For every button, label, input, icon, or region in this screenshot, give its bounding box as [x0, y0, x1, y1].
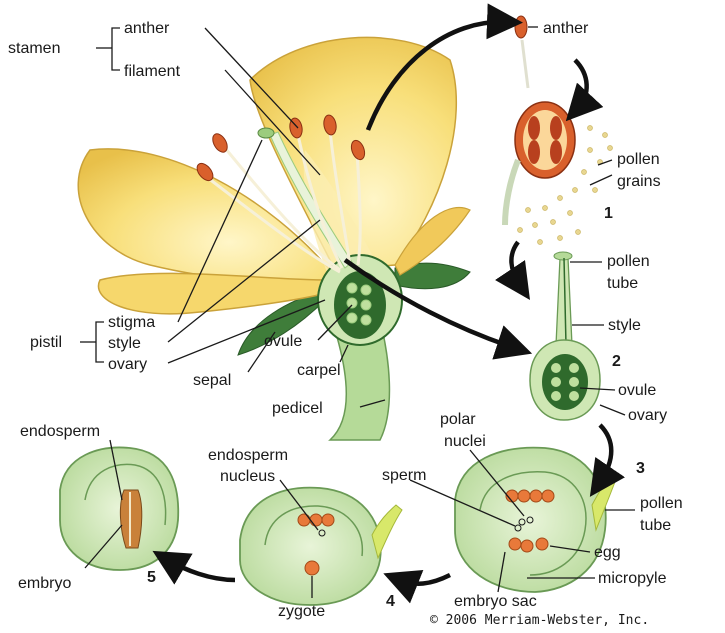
- step-1: 1: [604, 205, 613, 222]
- label-style: style: [108, 335, 141, 352]
- label-ovule-right: ovule: [618, 382, 656, 399]
- label-egg: egg: [594, 544, 621, 561]
- step-4: 4: [386, 593, 395, 610]
- label-polar-nuclei-2: nuclei: [444, 433, 486, 450]
- label-pollen-tube-b1: pollen: [640, 495, 683, 512]
- label-stigma: stigma: [108, 314, 155, 331]
- step-2: 2: [612, 353, 621, 370]
- label-pedicel: pedicel: [272, 400, 323, 417]
- anther-detail: [505, 16, 575, 225]
- label-embryo-sac: embryo sac: [454, 593, 537, 610]
- step-3: 3: [636, 460, 645, 477]
- label-pistil: pistil: [30, 334, 62, 351]
- copyright: © 2006 Merriam-Webster, Inc.: [430, 613, 649, 628]
- label-sepal: sepal: [193, 372, 231, 389]
- label-endosperm-nucleus-2: nucleus: [220, 468, 275, 485]
- label-pollen-tube-1: pollen: [607, 253, 650, 270]
- label-sperm: sperm: [382, 467, 426, 484]
- flower: [78, 37, 470, 440]
- label-stamen: stamen: [8, 40, 60, 57]
- label-embryo: embryo: [18, 575, 71, 592]
- stigma-shape: [258, 128, 274, 138]
- label-anther-right: anther: [543, 20, 589, 37]
- label-filament: filament: [124, 63, 181, 80]
- pistil-detail: [530, 252, 600, 420]
- label-micropyle: micropyle: [598, 570, 667, 587]
- label-ovary: ovary: [108, 356, 147, 373]
- label-pollen-tube-b2: tube: [640, 517, 671, 534]
- label-anther: anther: [124, 20, 170, 37]
- label-ovary-right: ovary: [628, 407, 667, 424]
- label-style-right: style: [608, 317, 641, 334]
- label-polar-nuclei-1: polar: [440, 411, 476, 428]
- label-endosperm-nucleus-1: endosperm: [208, 447, 288, 464]
- label-ovule: ovule: [264, 333, 302, 350]
- label-pollen-grains-1: pollen: [617, 151, 660, 168]
- label-pollen-tube-2: tube: [607, 275, 638, 292]
- label-carpel: carpel: [297, 362, 341, 379]
- label-endosperm: endosperm: [20, 423, 100, 440]
- zygote-ovule: [240, 488, 402, 605]
- step-5: 5: [147, 569, 156, 586]
- label-zygote: zygote: [278, 603, 325, 620]
- fertilization-ovule: [455, 448, 618, 592]
- embryo-ovule: [60, 447, 178, 570]
- label-pollen-grains-2: grains: [617, 173, 661, 190]
